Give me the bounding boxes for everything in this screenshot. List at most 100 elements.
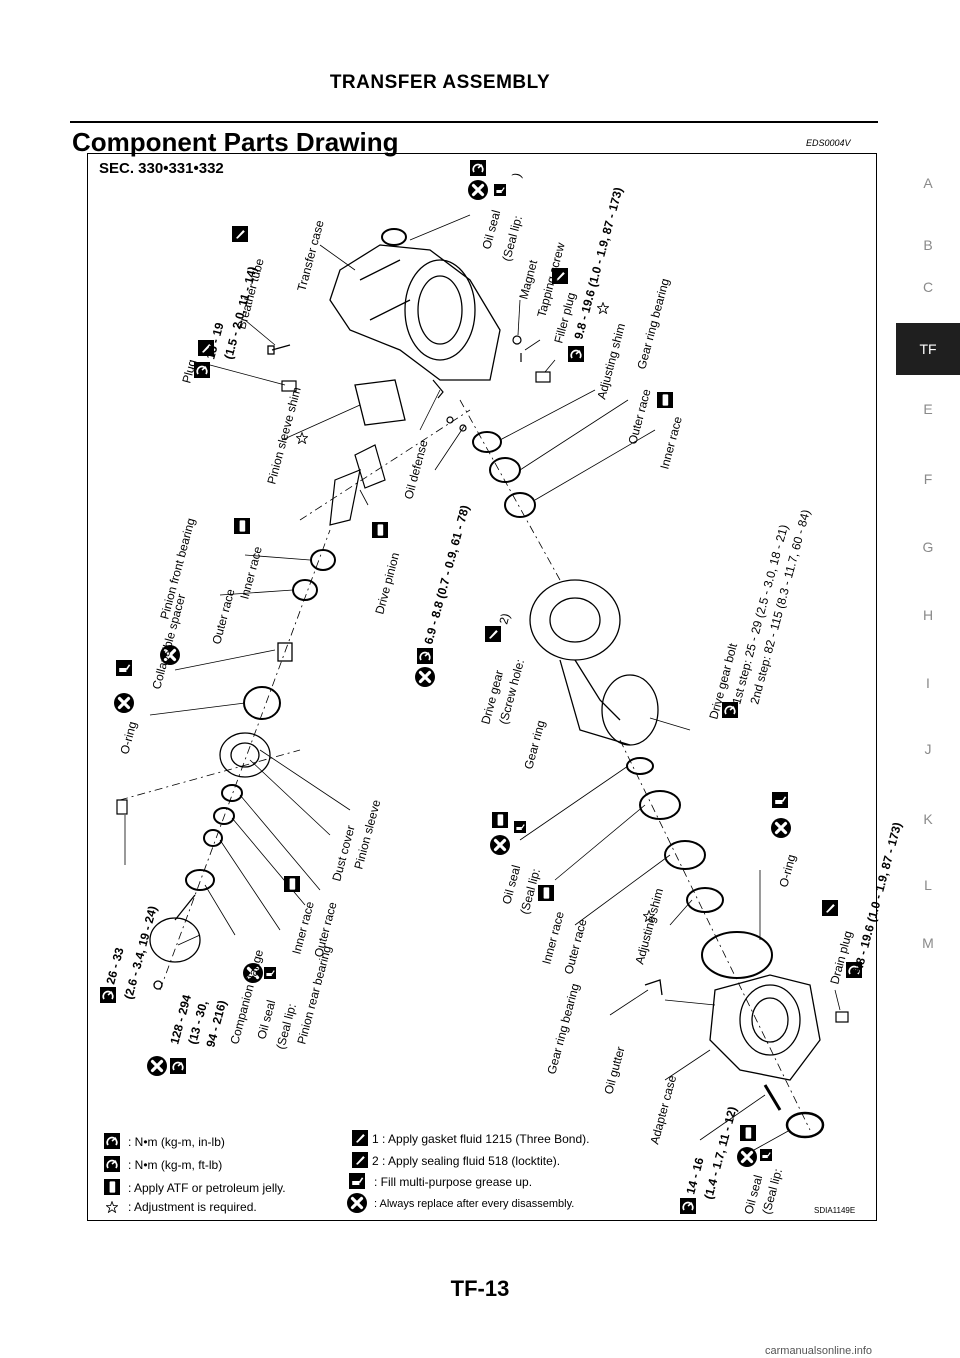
label-pinion-sleeve: Pinion sleeve bbox=[351, 798, 383, 871]
index-l[interactable]: L bbox=[924, 877, 932, 893]
index-m[interactable]: M bbox=[922, 935, 934, 951]
label-gear-ring: Gear ring bbox=[521, 719, 547, 771]
label-plug: Plug bbox=[179, 358, 199, 385]
part-dust-cover bbox=[221, 784, 243, 802]
replace-icon-gear-oil-seal bbox=[490, 835, 510, 855]
legend-replace-icon bbox=[347, 1193, 367, 1213]
label-inner-race-top: Inner race bbox=[657, 415, 685, 471]
page-header: TRANSFER ASSEMBLY bbox=[329, 72, 551, 93]
legend-sealing: 2 : Apply sealing fluid 518 (locktite). bbox=[372, 1154, 560, 1168]
legend-grease-icon bbox=[348, 1173, 366, 1189]
part-inner-race-top bbox=[504, 492, 536, 518]
atf-icon-drive-pinion bbox=[372, 522, 388, 538]
part-transfer-case bbox=[329, 244, 501, 381]
label-o-ring-top: O-ring bbox=[117, 720, 139, 756]
label-oil-seal-left: Oil seal bbox=[254, 999, 278, 1041]
label-gear-ring-bearing-bot: Gear ring bearing bbox=[544, 982, 582, 1076]
label-adapter-case: Adapter case bbox=[647, 1074, 679, 1146]
index-g[interactable]: G bbox=[922, 539, 934, 555]
part-drain-plug bbox=[835, 1011, 849, 1023]
label-inner-race-gr: Inner race bbox=[539, 910, 567, 966]
leader-lines bbox=[124, 214, 841, 1156]
replace-icon-oring-bot bbox=[771, 818, 791, 838]
label-oil-defense: Oil defense bbox=[401, 438, 430, 501]
index-tf-active[interactable]: TF bbox=[896, 323, 960, 375]
replace-icon-oil-defense bbox=[415, 667, 435, 687]
part-pinion-front-inner bbox=[310, 549, 336, 571]
legend-sealing-icon bbox=[352, 1152, 368, 1168]
label-o-ring-bot: O-ring bbox=[776, 853, 798, 889]
label-oil-seal-gear: Oil seal bbox=[499, 864, 523, 906]
grease-icon-gear-oil-seal bbox=[514, 821, 526, 833]
index-e[interactable]: E bbox=[923, 401, 933, 417]
label-drive-pinion: Drive pinion bbox=[372, 551, 402, 616]
label-magnet: Magnet bbox=[516, 258, 540, 301]
index-a[interactable]: A bbox=[923, 175, 933, 191]
index-i[interactable]: I bbox=[926, 675, 930, 691]
torque-icon-26 bbox=[100, 987, 116, 1003]
legend-adjust-star bbox=[106, 1201, 118, 1213]
part-pinion-sleeve-shim bbox=[354, 379, 406, 426]
index-h[interactable]: H bbox=[922, 607, 934, 623]
part-o-ring-bot bbox=[701, 931, 773, 979]
header-rule bbox=[70, 121, 878, 123]
page-number: TF-13 bbox=[450, 1276, 510, 1301]
label-seal-lip-left: (Seal lip: bbox=[273, 1002, 299, 1051]
part-drive-gear bbox=[529, 579, 659, 746]
torque-icon-128 bbox=[170, 1058, 186, 1074]
adjust-star-top bbox=[597, 302, 609, 314]
legend-torque-ftlb-icon bbox=[104, 1156, 120, 1172]
grease-icon-bot-seal bbox=[760, 1149, 772, 1161]
part-adapter-case bbox=[709, 974, 821, 1081]
part-oil-defense bbox=[432, 379, 467, 432]
atf-icon-pinion-inner bbox=[234, 518, 250, 534]
index-k[interactable]: K bbox=[923, 811, 933, 827]
label-seal-lip-top-close: ) bbox=[509, 171, 524, 178]
label-torque-14b: (1.4 - 1.7, 11 - 12) bbox=[701, 1105, 739, 1201]
part-oil-seal-top bbox=[381, 228, 407, 246]
index-c[interactable]: C bbox=[922, 279, 934, 295]
label-oil-defense-torque: 6.9 - 8.8 (0.7 - 0.9, 61 - 78) bbox=[421, 504, 472, 646]
gasket-icon-breather bbox=[232, 226, 248, 242]
part-oil-gutter bbox=[644, 979, 663, 996]
part-bolt bbox=[763, 1084, 782, 1111]
atf-icon-gear-inner-race bbox=[538, 885, 554, 901]
sealing-icon-drive-gear bbox=[485, 626, 501, 642]
legend-replace: : Always replace after every disassembly… bbox=[374, 1198, 574, 1210]
part-gear-oil-seal bbox=[626, 757, 654, 775]
label-torque-26: 26 - 33 bbox=[103, 946, 126, 986]
index-b[interactable]: B bbox=[923, 237, 933, 253]
part-oil-seal-bot bbox=[785, 1111, 825, 1139]
index-j[interactable]: J bbox=[924, 741, 932, 757]
figure-id: SDIA1149E bbox=[814, 1206, 856, 1215]
legend-torque-inlb-icon bbox=[104, 1133, 120, 1149]
section-index-sidebar: A B C TF E F G H I J K L M bbox=[896, 175, 960, 951]
replace-icon-128 bbox=[147, 1056, 167, 1076]
gasket-icon-drain bbox=[822, 900, 838, 916]
grease-icon-top bbox=[494, 184, 506, 196]
label-oil-gutter: Oil gutter bbox=[601, 1045, 627, 1096]
adjust-star-pinion-shim bbox=[296, 432, 308, 444]
grease-icon-oring-top bbox=[116, 660, 132, 676]
label-oil-seal-top: Oil seal bbox=[479, 209, 503, 251]
part-drive-pinion bbox=[329, 444, 386, 526]
label-breather-torque: (1.5 - 2.0, 11 - 14) bbox=[221, 265, 259, 361]
legend-grease: : Fill multi-purpose grease up. bbox=[374, 1175, 532, 1189]
index-f[interactable]: F bbox=[923, 471, 933, 487]
label-outer-race-gr: Outer race bbox=[561, 917, 589, 976]
label-transfer-case: Transfer case bbox=[294, 218, 326, 292]
label-adjusting-shim-top: Adjusting shim bbox=[594, 322, 628, 401]
label-drain-torque: 9.8 - 19.6 (1.0 - 1.9, 87 - 173) bbox=[850, 821, 904, 976]
legend-torque-ftlb: : N•m (kg-m, ft-lb) bbox=[128, 1158, 222, 1172]
part-pinion-rear-inner bbox=[203, 829, 223, 847]
label-seal-lip-top: (Seal lip: bbox=[499, 214, 525, 263]
part-oil-seal-mid bbox=[213, 807, 235, 825]
legend-atf-icon bbox=[104, 1179, 120, 1195]
grease-icon-left-seal bbox=[264, 967, 276, 979]
torque-icon-top bbox=[470, 160, 486, 176]
legend-gasket-icon bbox=[352, 1130, 368, 1146]
section-code: EDS0004V bbox=[806, 138, 851, 148]
replace-icon-oring-top bbox=[114, 693, 134, 713]
axis-lines bbox=[119, 399, 811, 1131]
label-adjusting-shim-bot: Adjusting shim bbox=[632, 887, 666, 966]
